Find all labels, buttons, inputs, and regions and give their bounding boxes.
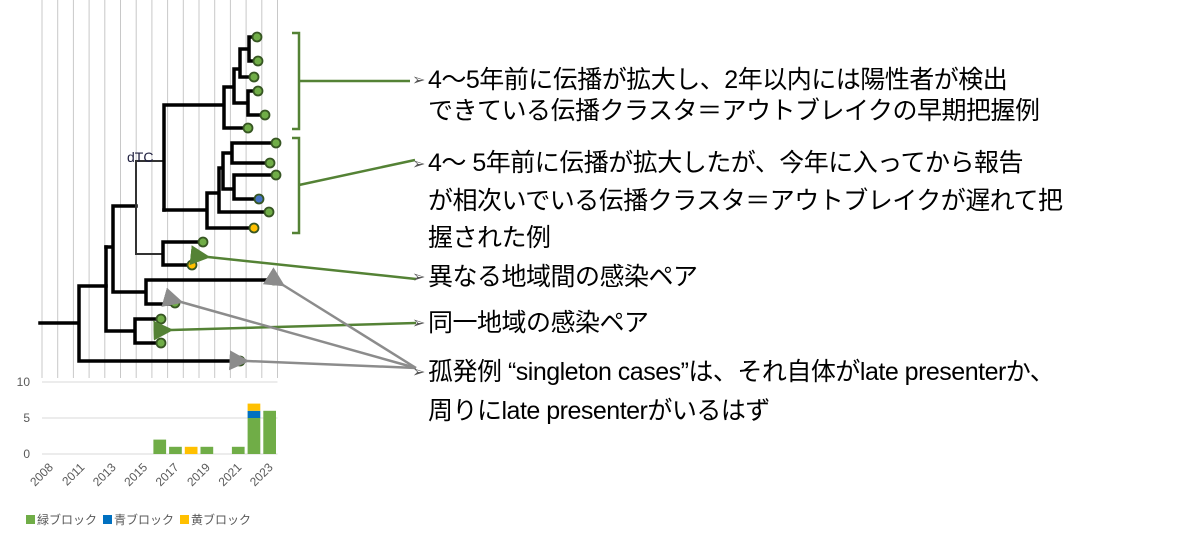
annotation-line: 周りにlate presenterがいるはず <box>428 397 770 426</box>
tip-green <box>242 122 254 134</box>
tip-green <box>270 137 282 149</box>
bar-2019 <box>200 446 214 454</box>
annotation-line: 異なる地域間の感染ペア <box>428 263 698 291</box>
arrow-singleton-2 <box>161 287 417 370</box>
bar-2021 <box>231 446 245 454</box>
annotation-same-region: ➢同一地域の感染ペア <box>412 308 649 339</box>
tip-yellow <box>186 259 198 271</box>
y-tick-label: 0 <box>23 447 30 461</box>
x-tick-label: 2015 <box>121 460 150 489</box>
tip-green <box>270 169 282 181</box>
bullet-arrow-icon: ➢ <box>412 72 425 90</box>
bullet-arrow-icon: ➢ <box>412 155 425 173</box>
root-branch <box>38 284 242 363</box>
bullet-arrow-icon: ➢ <box>412 315 425 333</box>
bar-2017 <box>169 446 182 454</box>
arrow-singleton-3 <box>229 350 417 371</box>
chart-legend: 緑ブロック 青ブロック 黄ブロック <box>26 511 251 528</box>
tip-green <box>263 206 275 218</box>
bullet-arrow-icon: ➢ <box>412 269 425 287</box>
annotation-late-cluster: ➢4～ 5年前に伝播が拡大したが、今年に入ってから報告 が相次いでいる伝播クラス… <box>412 145 1063 257</box>
annotation-early-cluster: ➢4～5年前に伝播が拡大し、2年以内には陽性者が検出 できている伝播クラスタ＝ア… <box>412 65 1040 126</box>
arrow-singleton-1 <box>262 267 417 370</box>
annotation-line: 握された例 <box>428 223 551 252</box>
tip-green <box>251 31 263 43</box>
x-tick-label: 2021 <box>216 460 245 489</box>
tip-green <box>155 337 167 349</box>
bar-2022 <box>247 410 261 418</box>
x-tick-label: 2011 <box>59 460 87 488</box>
legend-yellow: 黄ブロック <box>180 511 251 528</box>
annotation-line: が相次いでいる伝播クラスタ＝アウトブレイクが遅れて把 <box>428 186 1063 215</box>
tip-green <box>169 297 181 309</box>
x-tick-label: 2019 <box>184 460 213 489</box>
y-tick-label: 10 <box>17 375 31 389</box>
x-tick-label: 2008 <box>27 460 56 489</box>
bar-2023 <box>263 410 276 454</box>
legend-blue: 青ブロック <box>103 511 174 528</box>
cluster-bottom <box>162 141 278 230</box>
annotation-line: できている伝播クラスタ＝アウトブレイクの早期把握例 <box>428 97 1040 126</box>
bar-2016 <box>153 439 167 454</box>
annotation-cross-region: ➢異なる地域間の感染ペア <box>412 262 698 293</box>
clade-cross-region <box>104 204 276 306</box>
tip-blue <box>253 193 265 205</box>
tip-green <box>268 274 280 286</box>
legend-green: 緑ブロック <box>26 511 97 528</box>
dtc-branch <box>135 160 165 255</box>
tip-green <box>234 355 246 367</box>
phylogenetic-tree <box>38 35 278 363</box>
tip-green <box>252 85 264 97</box>
bar-2022 <box>247 418 261 454</box>
dtc-label: dTC <box>127 149 153 165</box>
bar-2018 <box>184 446 198 454</box>
arrow-same-region <box>153 320 417 341</box>
annotation-line: 4～5年前に伝播が拡大し、2年以内には陽性者が検出 <box>428 66 1008 94</box>
x-tick-label: 2017 <box>153 460 182 489</box>
bracket-early-cluster <box>292 31 410 131</box>
tip-green <box>248 71 260 83</box>
clade-same-region <box>104 245 163 345</box>
x-tick-label: 2023 <box>247 460 276 489</box>
annotation-line: 4～ 5年前に伝播が拡大したが、今年に入ってから報告 <box>428 149 1024 177</box>
annotation-line: 同一地域の感染ペア <box>428 309 649 337</box>
bullet-arrow-icon: ➢ <box>412 364 425 382</box>
tip-green <box>259 109 271 121</box>
annotation-singleton: ➢孤発例 “singleton cases”は、それ自体がlate presen… <box>412 353 1055 430</box>
tip-green <box>155 313 167 325</box>
y-tick-label: 5 <box>23 411 30 425</box>
x-tick-label: 2013 <box>90 460 119 489</box>
tip-green <box>252 55 264 67</box>
tip-green <box>197 236 209 248</box>
annotation-line: 孤発例 “singleton cases”は、それ自体がlate present… <box>428 358 1055 386</box>
arrow-cross-region <box>189 245 417 281</box>
bracket-late-cluster <box>292 136 416 235</box>
bar-2022 <box>247 403 261 411</box>
tip-yellow <box>248 222 260 234</box>
tip-green <box>264 157 276 169</box>
